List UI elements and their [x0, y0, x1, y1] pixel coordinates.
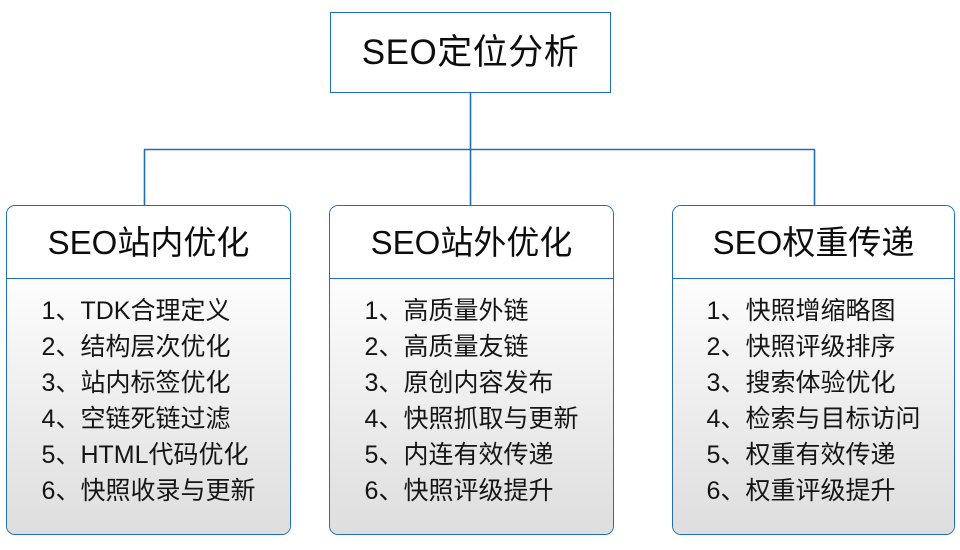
list-item: 3、站内标签优化 [41, 369, 231, 397]
branch-node-1: SEO站内优化 1、TDK合理定义 2、结构层次优化 3、站内标签优化 4、空链… [6, 205, 291, 535]
branch-node-3: SEO权重传递 1、快照增缩略图 2、快照评级排序 3、搜索体验优化 4、检索与… [672, 205, 955, 535]
branch-1-title: SEO站内优化 [47, 223, 250, 261]
branch-node-2: SEO站外优化 1、高质量外链 2、高质量友链 3、原创内容发布 4、快照抓取与… [329, 205, 614, 535]
list-item: 5、HTML代码优化 [41, 441, 249, 469]
list-item: 4、快照抓取与更新 [364, 405, 579, 433]
branch-3-body: 1、快照增缩略图 2、快照评级排序 3、搜索体验优化 4、检索与目标访问 5、权… [673, 279, 954, 534]
branch-3-title: SEO权重传递 [712, 223, 915, 261]
list-item: 4、空链死链过滤 [41, 405, 231, 433]
branch-2-title: SEO站外优化 [370, 223, 573, 261]
list-item: 2、结构层次优化 [41, 333, 231, 361]
branch-1-header: SEO站内优化 [7, 206, 290, 279]
root-node: SEO定位分析 [330, 12, 611, 93]
list-item: 1、高质量外链 [364, 297, 529, 325]
list-item: 3、搜索体验优化 [706, 369, 896, 397]
list-item: 6、快照收录与更新 [41, 477, 256, 505]
branch-1-item-list: 1、TDK合理定义 2、结构层次优化 3、站内标签优化 4、空链死链过滤 5、H… [42, 293, 256, 509]
list-item: 1、TDK合理定义 [41, 297, 231, 325]
list-item: 1、快照增缩略图 [706, 297, 896, 325]
list-item: 6、权重评级提升 [706, 477, 896, 505]
list-item: 3、原创内容发布 [364, 369, 554, 397]
branch-3-header: SEO权重传递 [673, 206, 954, 279]
list-item: 5、内连有效传递 [364, 441, 554, 469]
list-item: 6、快照评级提升 [364, 477, 554, 505]
list-item: 2、快照评级排序 [706, 333, 896, 361]
branch-3-item-list: 1、快照增缩略图 2、快照评级排序 3、搜索体验优化 4、检索与目标访问 5、权… [707, 293, 921, 509]
branch-2-body: 1、高质量外链 2、高质量友链 3、原创内容发布 4、快照抓取与更新 5、内连有… [330, 279, 613, 534]
branch-2-header: SEO站外优化 [330, 206, 613, 279]
list-item: 4、检索与目标访问 [706, 405, 921, 433]
list-item: 5、权重有效传递 [706, 441, 896, 469]
list-item: 2、高质量友链 [364, 333, 529, 361]
root-node-title: SEO定位分析 [361, 33, 580, 72]
branch-1-body: 1、TDK合理定义 2、结构层次优化 3、站内标签优化 4、空链死链过滤 5、H… [7, 279, 290, 534]
branch-2-item-list: 1、高质量外链 2、高质量友链 3、原创内容发布 4、快照抓取与更新 5、内连有… [365, 293, 579, 509]
